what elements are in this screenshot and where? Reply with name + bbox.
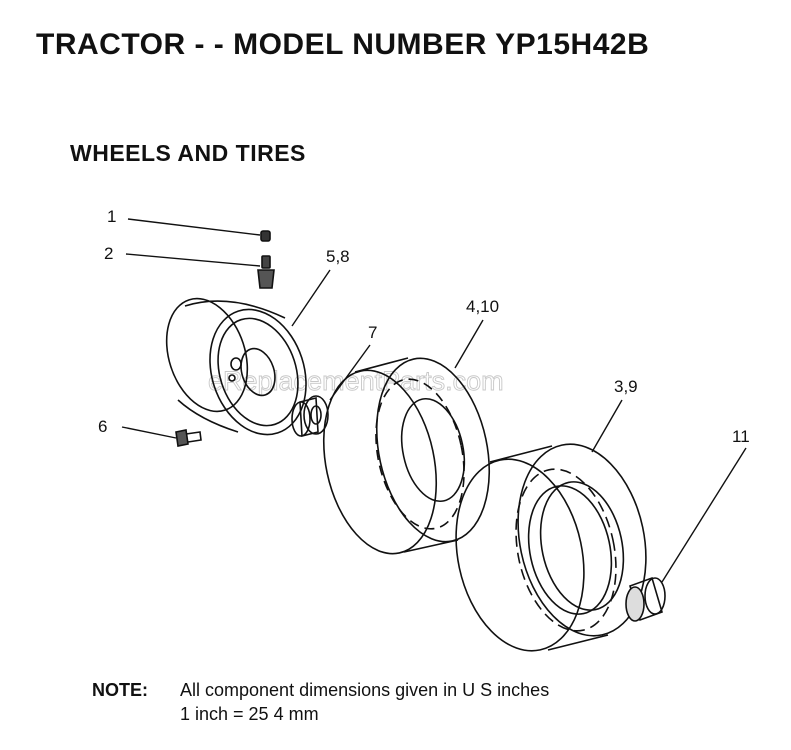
callout-11: 11 <box>732 427 750 446</box>
callout-4-10: 4,10 <box>466 297 499 316</box>
leader-lines <box>121 218 747 583</box>
callout-6: 6 <box>98 417 107 436</box>
bushing <box>291 395 329 438</box>
callout-3-9: 3,9 <box>614 377 638 396</box>
front-tire <box>322 357 491 555</box>
note-line-1: All component dimensions given in U S in… <box>180 680 550 700</box>
watermark-text: eReplacementParts.com <box>208 366 504 396</box>
note-line-2-wrap: 1 inch = 25 4 mm <box>92 704 319 725</box>
callout-2: 2 <box>104 244 113 263</box>
note-line-2: 1 inch = 25 4 mm <box>180 704 319 724</box>
section-title: WHEELS AND TIRES <box>70 140 306 166</box>
valve-stem <box>257 255 275 289</box>
callout-5-8: 5,8 <box>326 247 350 266</box>
note-label: NOTE: <box>92 680 148 700</box>
rear-tire <box>455 443 647 652</box>
page-title: TRACTOR - - MODEL NUMBER YP15H42B <box>36 28 650 61</box>
lug-bolt <box>175 429 202 447</box>
valve-cap <box>260 230 271 242</box>
hub-cap <box>625 576 666 622</box>
callout-7: 7 <box>368 323 377 342</box>
wheel-rim <box>165 297 307 436</box>
note: NOTE: All component dimensions given in U… <box>92 680 549 701</box>
callout-1: 1 <box>107 207 116 226</box>
